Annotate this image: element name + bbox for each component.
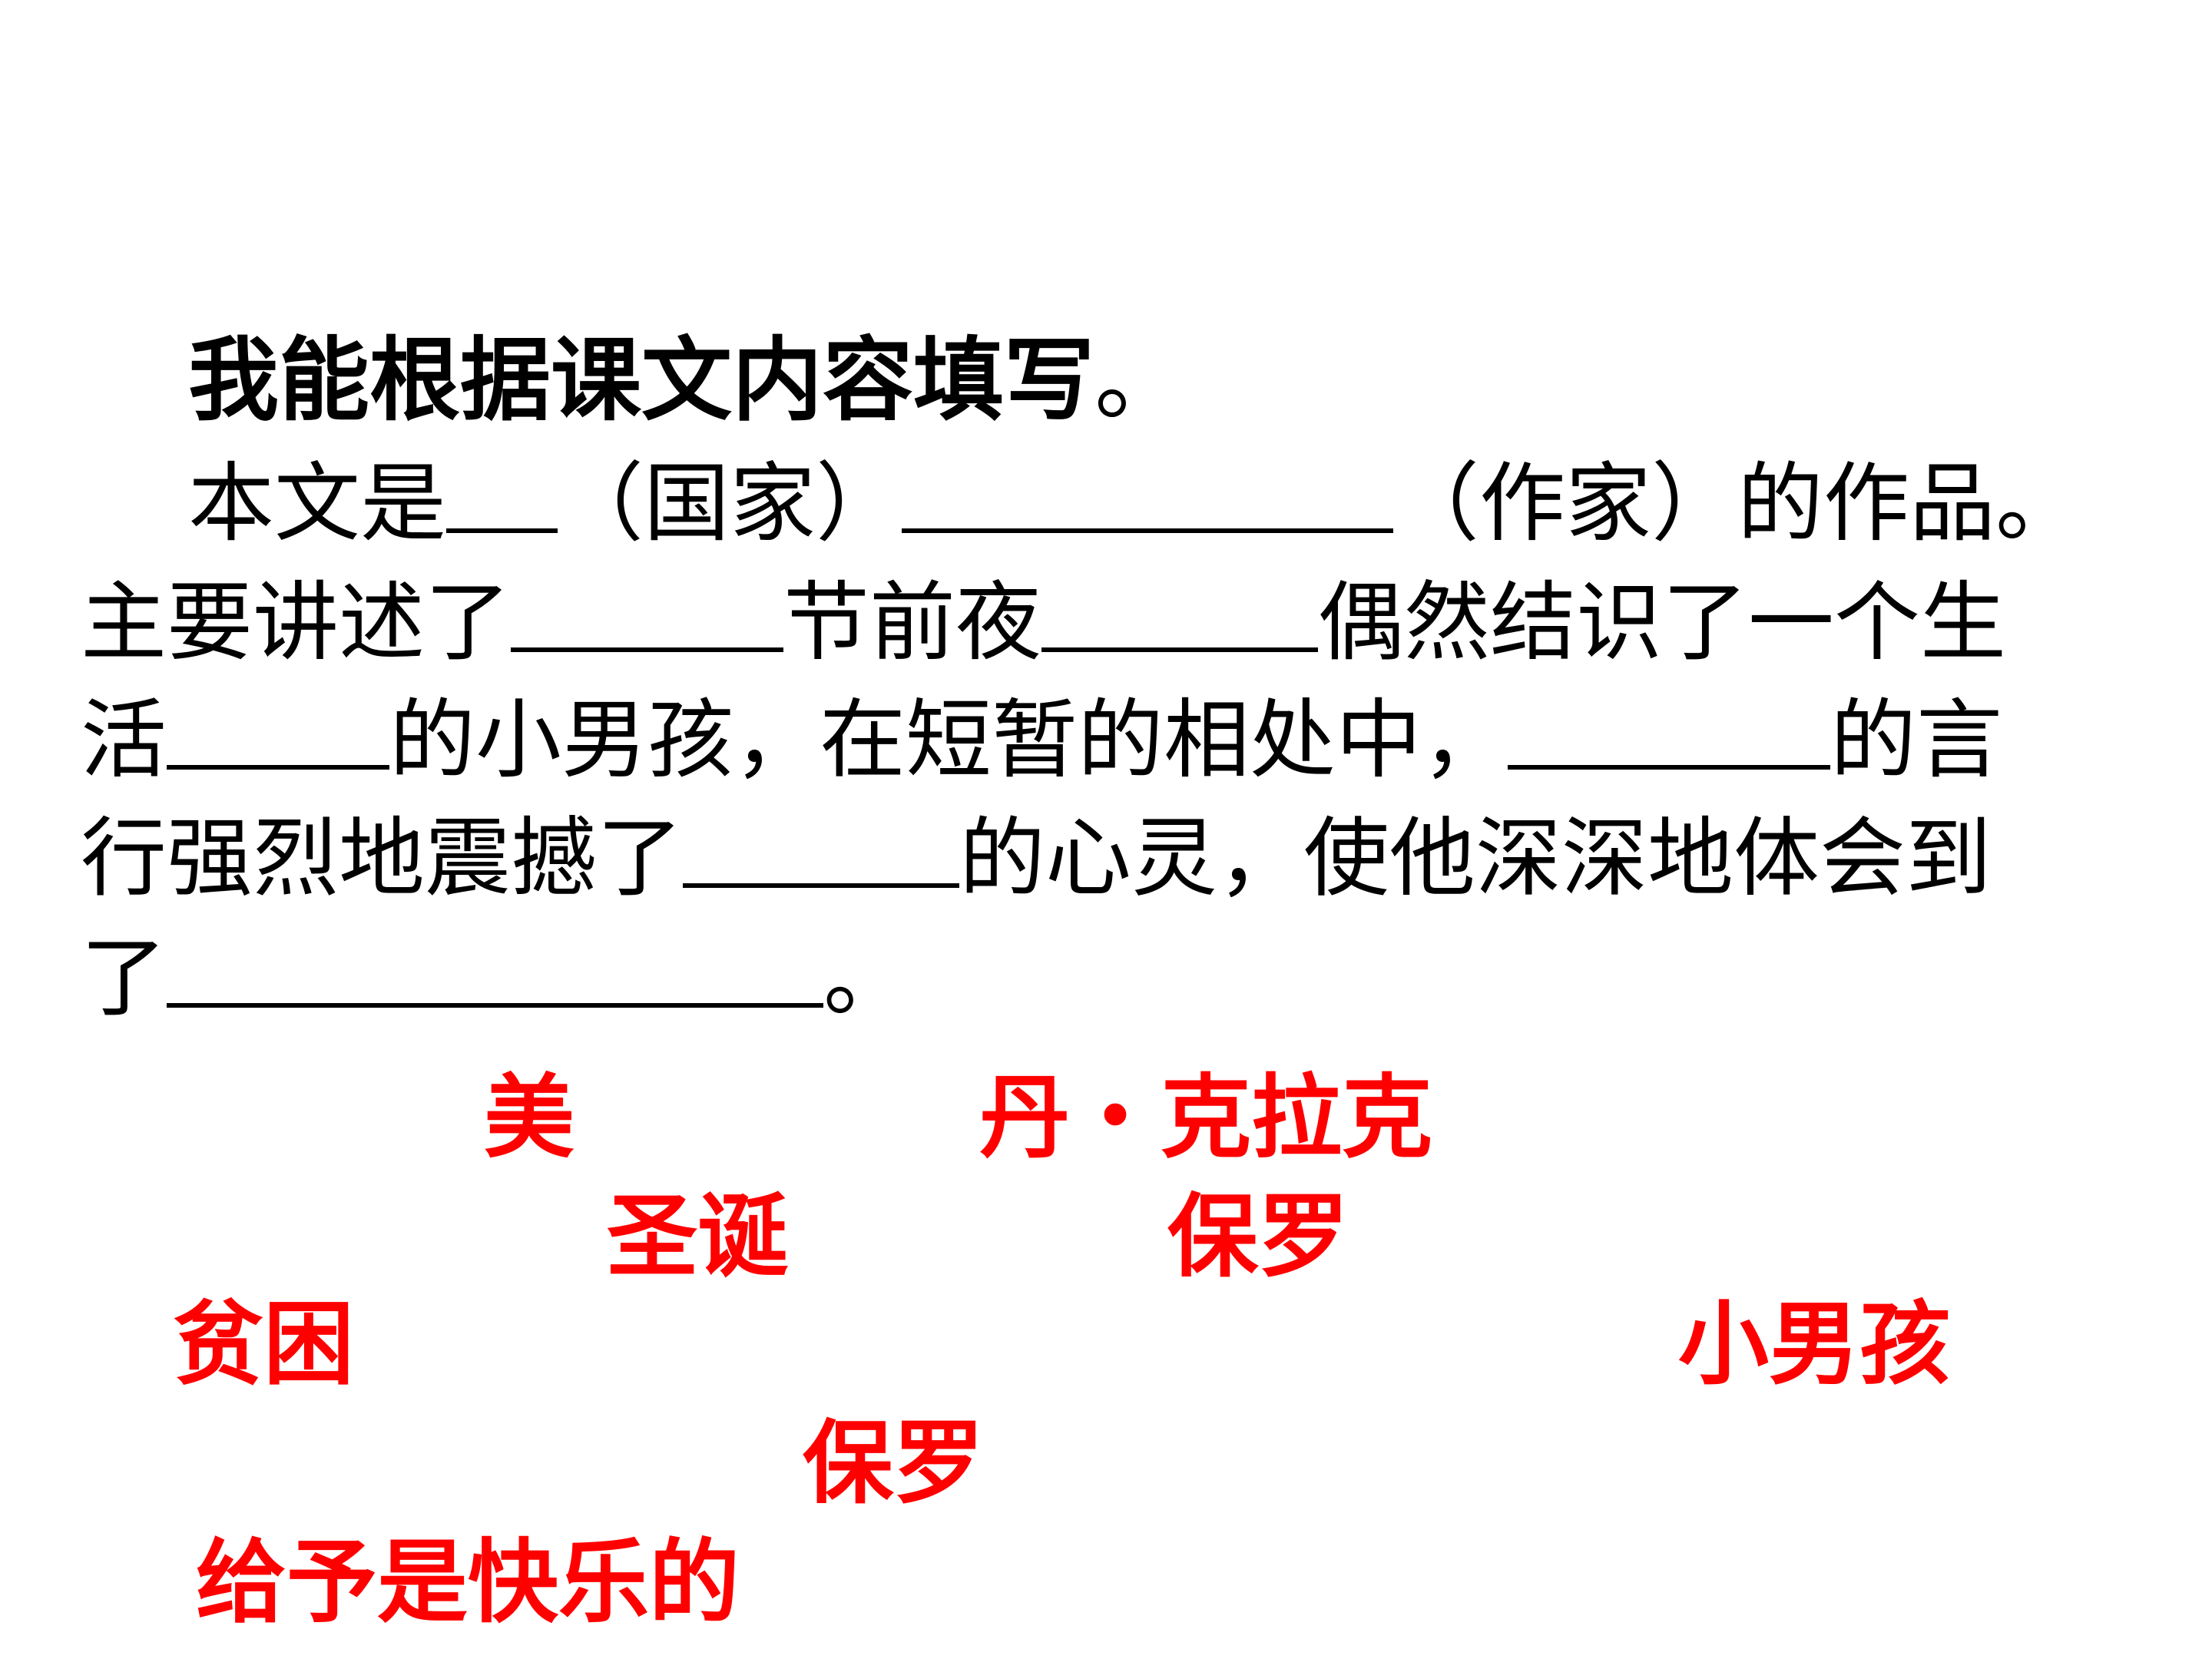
text-line-5: 了。 bbox=[81, 920, 909, 1035]
blank-condition bbox=[167, 682, 389, 770]
answer-lesson: 给予是快乐的 bbox=[196, 1529, 740, 1635]
answer-festival: 圣诞 bbox=[607, 1184, 789, 1290]
answer-condition: 贫困 bbox=[173, 1291, 355, 1397]
line5-text-1: 了 bbox=[81, 929, 167, 1028]
line4-text-2: 的心灵，使他深深地体会到 bbox=[959, 809, 1992, 909]
answer-boy: 小男孩 bbox=[1678, 1291, 1951, 1397]
line3-text-1: 活 bbox=[81, 690, 167, 790]
line3-text-2: 的小男孩，在短暂的相处中， bbox=[389, 690, 1508, 790]
line1-text-1: 本文是 bbox=[188, 454, 446, 554]
title-text: 我能根据课文内容填写 bbox=[188, 327, 1095, 433]
blank-country bbox=[446, 445, 558, 533]
answer-country: 美 bbox=[484, 1065, 575, 1171]
line2-text-3: 偶然结识了一个生 bbox=[1318, 573, 2006, 673]
blank-author bbox=[902, 445, 1393, 533]
text-line-2: 主要讲述了 节前夜 偶然结识了一个生 bbox=[81, 565, 2006, 680]
blank-object bbox=[683, 800, 959, 888]
line2-text-1: 主要讲述了 bbox=[81, 573, 511, 673]
line5-text-2: 。 bbox=[823, 929, 909, 1028]
text-line-3: 活 的小男孩，在短暂的相处中， 的言 bbox=[81, 682, 2002, 797]
line1-text-3: （作家）的作品。 bbox=[1393, 454, 2081, 554]
blank-subject bbox=[1508, 682, 1830, 770]
blank-lesson bbox=[167, 920, 823, 1008]
answer-person-2: 保罗 bbox=[803, 1410, 985, 1516]
line3-text-3: 的言 bbox=[1830, 690, 2002, 790]
line2-text-2: 节前夜 bbox=[783, 573, 1041, 673]
text-line-4: 行强烈地震撼了 的心灵，使他深深地体会到 bbox=[81, 800, 1992, 916]
blank-person bbox=[1041, 565, 1318, 652]
answer-author: 丹・克拉克 bbox=[979, 1065, 1433, 1171]
slide-title: 我能根据课文内容填写。 bbox=[188, 323, 1185, 438]
answer-person-1: 保罗 bbox=[1167, 1184, 1349, 1290]
title-period: 。 bbox=[1094, 327, 1186, 433]
text-line-1: 本文是 （国家） （作家）的作品。 bbox=[188, 445, 2081, 561]
line4-text-1: 行强烈地震撼了 bbox=[81, 809, 683, 909]
blank-festival bbox=[511, 565, 783, 652]
line1-text-2: （国家） bbox=[558, 454, 902, 554]
